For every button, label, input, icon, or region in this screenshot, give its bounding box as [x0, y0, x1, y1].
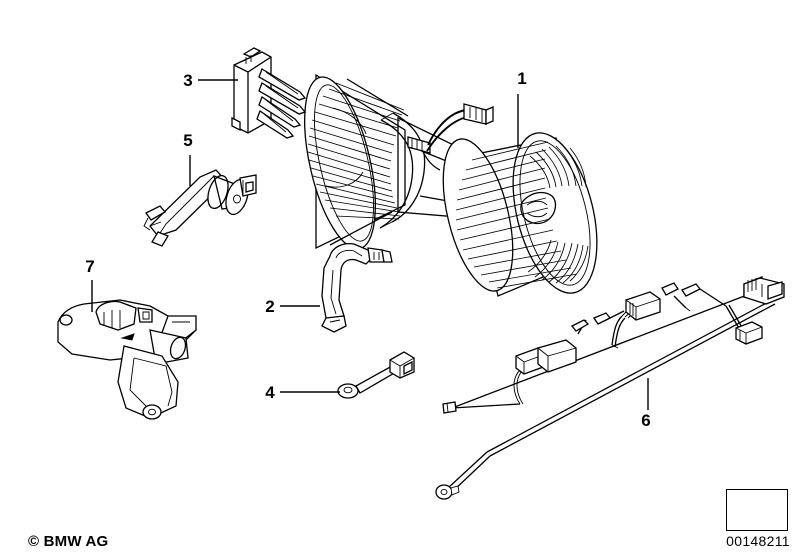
retaining-clip-bracket [321, 242, 393, 333]
right-fan-cage [442, 132, 598, 297]
callout-4-number: 4 [265, 383, 275, 402]
harness-connector-centre [621, 291, 661, 321]
harness-tab-connector-1 [593, 310, 625, 325]
callout-4: 4 [265, 383, 340, 402]
harness-connector-left [513, 339, 577, 405]
callout-3: 3 [183, 71, 238, 90]
wiring-harness [435, 276, 785, 500]
callout-5: 5 [183, 131, 193, 186]
motor-wire-connector [407, 103, 494, 171]
callout-6-number: 6 [641, 411, 650, 430]
callout-2-number: 2 [265, 297, 274, 316]
ground-strap-cable [337, 351, 415, 399]
callout-3-number: 3 [183, 71, 192, 90]
callout-1: 1 [517, 69, 527, 148]
harness-tab-connector-2 [661, 282, 687, 309]
left-fan-cage [304, 73, 409, 250]
electrical-connector-plug [231, 47, 307, 139]
copyright-notice: © BMW AG [28, 533, 109, 550]
air-duct-housing [57, 299, 197, 420]
callout-1-number: 1 [517, 69, 526, 88]
harness-connector-right-main [743, 276, 785, 305]
callout-7: 7 [85, 257, 95, 312]
callout-6: 6 [641, 378, 651, 430]
part-number-label: 00148211 [726, 533, 790, 549]
part-number-box [726, 489, 788, 531]
blower-motor-assembly [304, 73, 598, 297]
callout-7-number: 7 [85, 257, 94, 276]
callout-5-number: 5 [183, 131, 192, 150]
sensor-actuator-unit [143, 169, 257, 247]
callout-2: 2 [265, 297, 320, 316]
harness-connector-right-small [725, 304, 763, 345]
harness-connector-inline-1 [570, 319, 590, 335]
harness-connector-inline-2 [681, 283, 727, 307]
connector-pins [256, 68, 307, 139]
motor-body [379, 112, 475, 229]
